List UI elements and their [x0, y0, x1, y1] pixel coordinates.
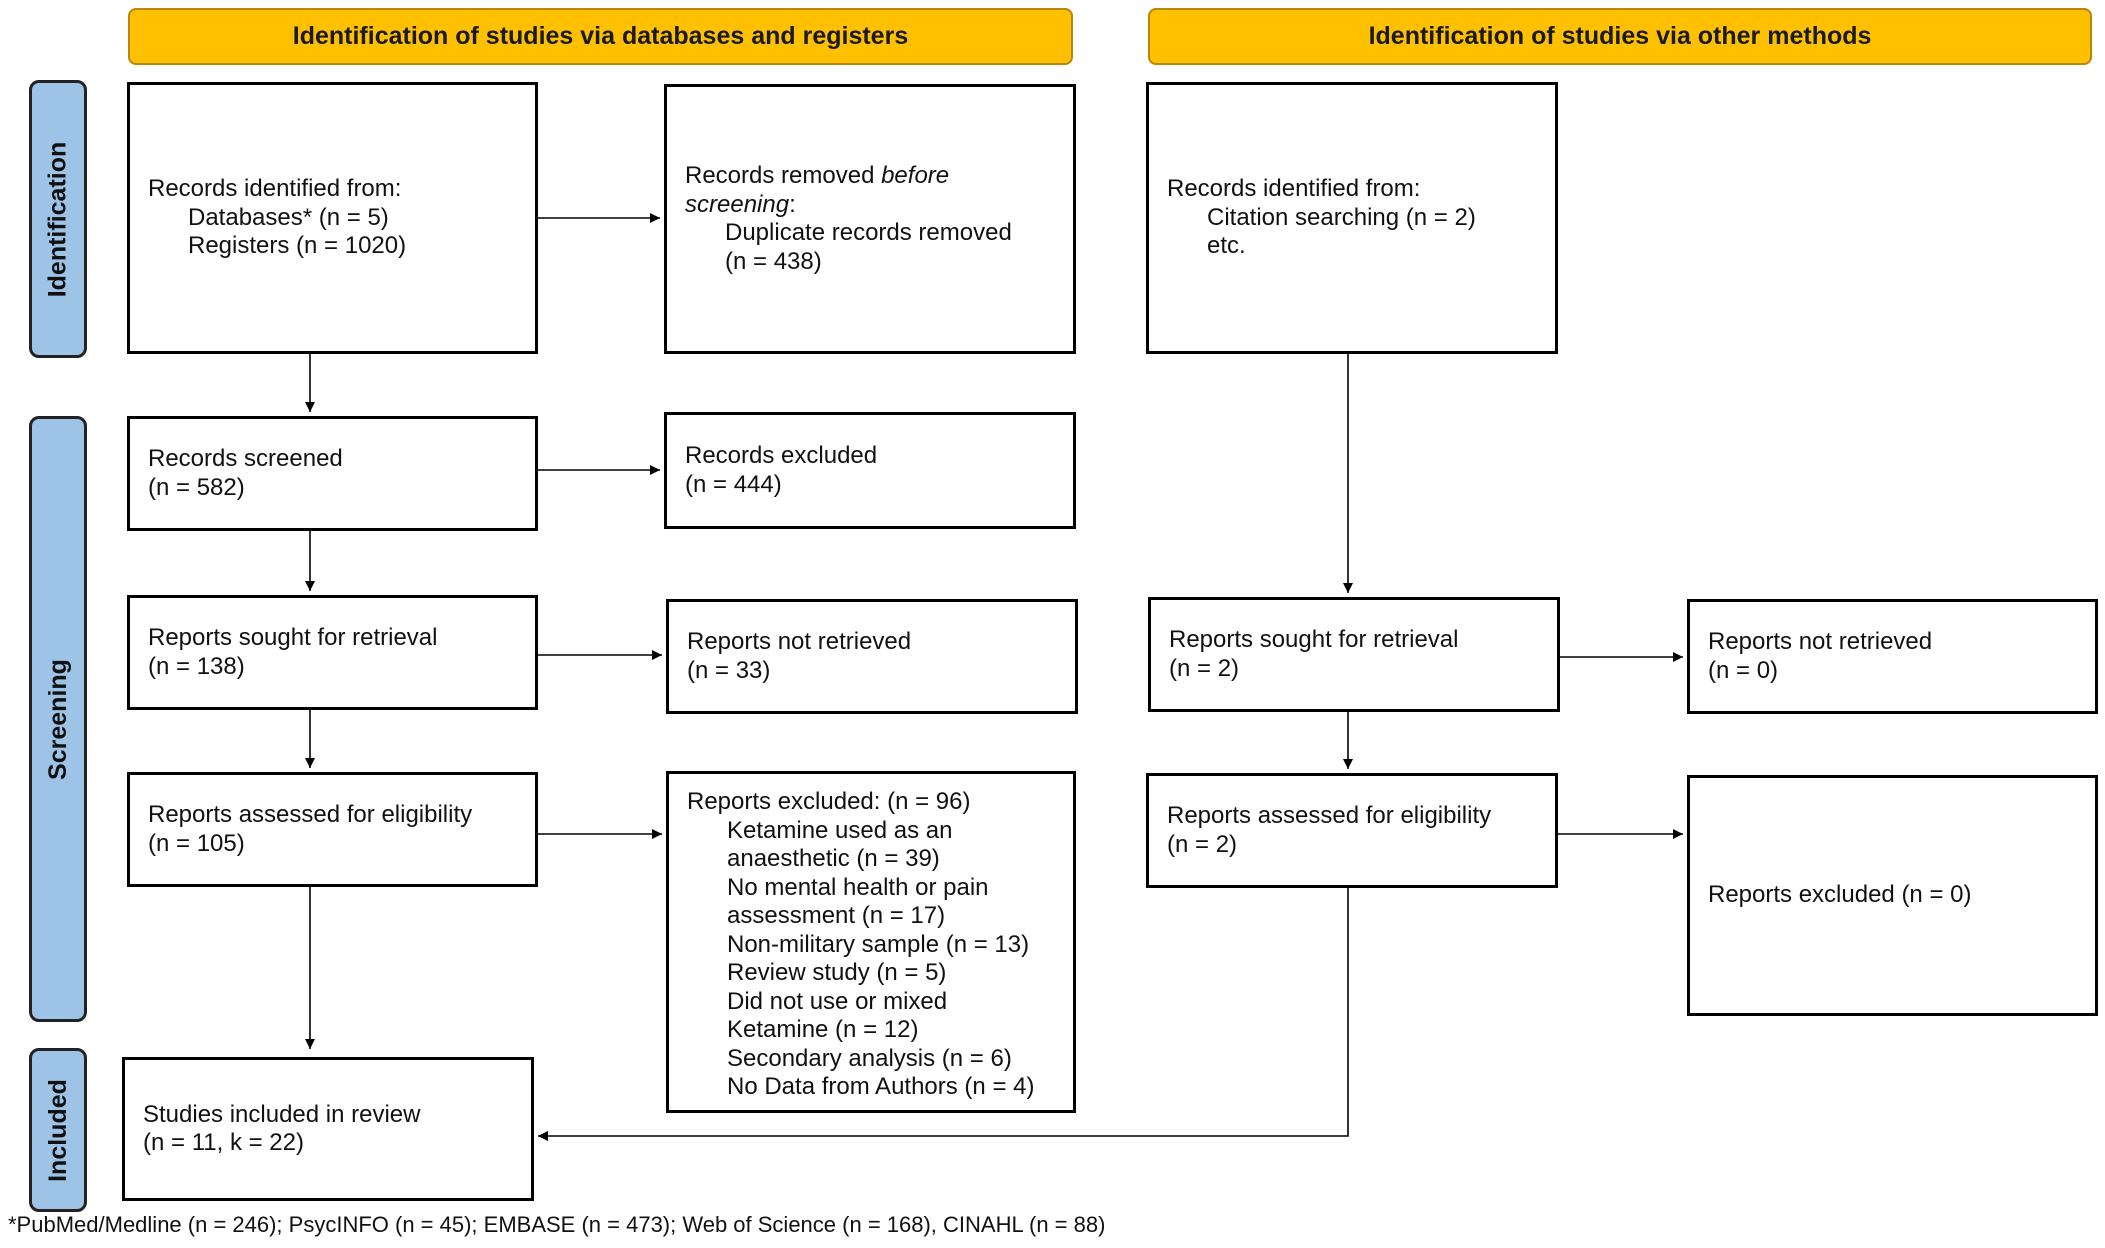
- reports-excluded-title: Reports excluded: (n = 96): [687, 788, 971, 815]
- records-removed-title-cont: screening:: [685, 190, 796, 218]
- records-identified-title: Records identified from:: [148, 175, 402, 203]
- other-reports-assessed-box: Reports assessed for eligibility (n = 2): [1146, 773, 1558, 888]
- reports-assessed-count: (n = 105): [148, 829, 245, 857]
- reports-not-retrieved-box: Reports not retrieved (n = 33): [666, 599, 1078, 714]
- records-screened-title: Records screened: [148, 445, 343, 472]
- duplicates-removed-label: Duplicate records removed: [725, 219, 1012, 246]
- stage-included: Included: [29, 1048, 87, 1212]
- other-etc: etc.: [1207, 232, 1246, 260]
- duplicates-removed-count: (n = 438): [725, 247, 822, 275]
- stage-identification: Identification: [29, 80, 87, 358]
- databases-footnote: *PubMed/Medline (n = 246); PsycINFO (n =…: [8, 1212, 1106, 1237]
- records-screened-count: (n = 582): [148, 473, 245, 501]
- other-reports-sought-title: Reports sought for retrieval: [1169, 626, 1459, 653]
- reports-sought-title: Reports sought for retrieval: [148, 624, 438, 651]
- registers-count: Registers (n = 1020): [188, 232, 407, 260]
- records-excluded-box: Records excluded (n = 444): [664, 412, 1076, 529]
- records-identified-box: Records identified from: Databases* (n =…: [127, 82, 538, 354]
- records-removed-title: Records removed before: [685, 162, 950, 189]
- header-other-label: Identification of studies via other meth…: [1368, 22, 1872, 50]
- reports-sought-count: (n = 138): [148, 652, 245, 680]
- reports-not-retrieved-count: (n = 33): [687, 656, 771, 684]
- stage-screening: Screening: [29, 416, 87, 1022]
- other-reports-assessed-count: (n = 2): [1167, 830, 1238, 858]
- other-reports-sought-count: (n = 2): [1169, 654, 1240, 682]
- reports-sought-box: Reports sought for retrieval (n = 138): [127, 595, 538, 710]
- other-reports-not-retrieved-title: Reports not retrieved: [1708, 628, 1933, 655]
- exclusion-reason: Ketamine used as an: [727, 816, 953, 844]
- exclusion-reason: No Data from Authors (n = 4): [727, 1073, 1035, 1100]
- records-excluded-title: Records excluded: [685, 442, 878, 469]
- reports-not-retrieved-title: Reports not retrieved: [687, 628, 912, 655]
- records-screened-box: Records screened (n = 582): [127, 416, 538, 531]
- reports-assessed-box: Reports assessed for eligibility (n = 10…: [127, 772, 538, 887]
- other-reports-assessed-title: Reports assessed for eligibility: [1167, 802, 1492, 829]
- exclusion-reason: Did not use or mixed: [727, 987, 948, 1015]
- header-databases-registers: Identification of studies via databases …: [128, 8, 1073, 65]
- reports-assessed-title: Reports assessed for eligibility: [148, 801, 473, 828]
- other-reports-excluded-box: Reports excluded (n = 0): [1687, 775, 2098, 1016]
- exclusion-reason: No mental health or pain: [727, 873, 989, 901]
- exclusion-reason: Review study (n = 5): [727, 959, 947, 986]
- studies-included-box: Studies included in review (n = 11, k = …: [122, 1057, 534, 1201]
- exclusion-reason: Ketamine (n = 12): [727, 1016, 919, 1043]
- studies-included-title: Studies included in review: [143, 1100, 421, 1128]
- header-databases-label: Identification of studies via databases …: [292, 22, 909, 50]
- other-reports-not-retrieved-box: Reports not retrieved (n = 0): [1687, 599, 2098, 714]
- other-reports-not-retrieved-count: (n = 0): [1708, 656, 1779, 684]
- reports-excluded-box: Reports excluded: (n = 96) Ketamine used…: [666, 771, 1076, 1113]
- records-removed-box: Records removed before screening: Duplic…: [664, 84, 1076, 354]
- exclusion-reason: Non-military sample (n = 13): [727, 930, 1030, 958]
- arrow-other-assessed-to-included: [538, 888, 1349, 1141]
- studies-included-count: (n = 11, k = 22): [143, 1129, 304, 1156]
- other-reports-sought-box: Reports sought for retrieval (n = 2): [1148, 597, 1560, 712]
- other-records-identified-title: Records identified from:: [1167, 175, 1421, 203]
- header-other-methods: Identification of studies via other meth…: [1148, 8, 2092, 65]
- other-reports-excluded-title: Reports excluded (n = 0): [1708, 881, 1972, 909]
- citation-searching-count: Citation searching (n = 2): [1207, 203, 1476, 231]
- records-excluded-count: (n = 444): [685, 470, 782, 498]
- databases-count: Databases* (n = 5): [188, 203, 389, 231]
- exclusion-reason: Secondary analysis (n = 6): [727, 1044, 1012, 1072]
- other-records-identified-box: Records identified from: Citation search…: [1146, 82, 1558, 354]
- exclusion-reason: anaesthetic (n = 39): [727, 845, 940, 872]
- exclusion-reason: assessment (n = 17): [727, 902, 946, 929]
